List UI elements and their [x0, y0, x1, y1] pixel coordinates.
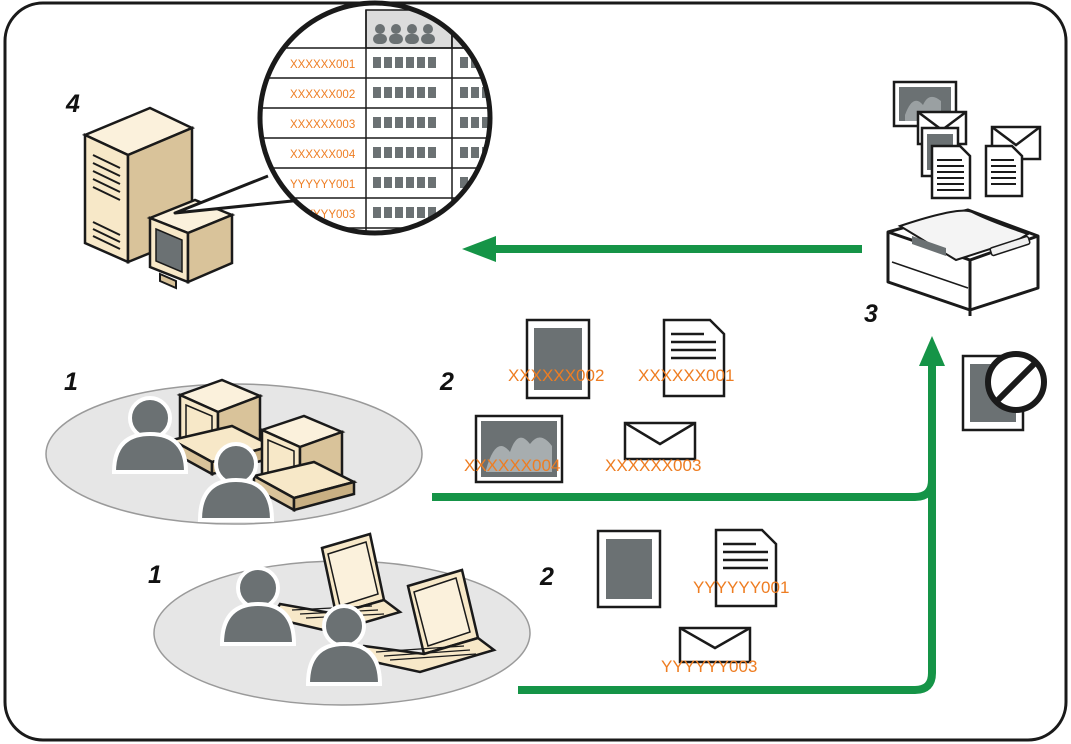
desktop-job-photo-id: XXXXXX002 [508, 366, 604, 385]
person-icon [219, 566, 297, 646]
log-row-5-id: YYYYYY001 [290, 179, 355, 191]
printed-output-stack [892, 80, 1042, 200]
printer-icon [886, 208, 1040, 316]
envelope-icon [623, 421, 697, 461]
step-number-desktop-jobs: 2 [439, 368, 454, 396]
log-row-3-id: XXXXXX003 [290, 119, 355, 131]
flow-arrow-printer-to-server [462, 236, 862, 262]
document-icon [474, 414, 564, 484]
flow-arrow-clients-to-printer [432, 336, 945, 694]
document-icon [714, 528, 778, 608]
person-icon [305, 604, 383, 686]
laptop-icon [353, 568, 497, 674]
prohibited-icon [961, 351, 1047, 432]
desktop-job-text-id: XXXXXX001 [638, 366, 734, 385]
document-icon [525, 318, 591, 400]
laptop-job-text-id: YYYYYY001 [693, 578, 789, 597]
step-number-desktop-group: 1 [64, 368, 78, 396]
document-icon [596, 529, 662, 609]
step-number-server: 4 [65, 90, 80, 118]
log-row-2-id: XXXXXX002 [290, 89, 355, 101]
log-row-4-id: XXXXXX004 [290, 149, 356, 161]
step-number-laptop-group: 1 [148, 561, 162, 589]
step-number-laptop-jobs: 2 [539, 563, 554, 591]
person-icon [111, 396, 189, 474]
magnified-log-table: XXXXXX001 XXXXXX002 XXXXXX003 XXXXXX004 … [257, 0, 493, 236]
step-number-printer: 3 [864, 300, 878, 328]
magnifier-pointer [173, 174, 303, 215]
document-icon [662, 318, 726, 398]
laptop-job-mail-id: YYYYYY003 [661, 657, 757, 676]
desktop-computer-icon [168, 378, 276, 477]
log-row-1-id: XXXXXX001 [290, 59, 355, 71]
desktop-job-picture-id: XXXXXX004 [464, 456, 560, 475]
server-icon [81, 106, 236, 290]
person-icon [197, 442, 275, 522]
desktop-job-mail-id: XXXXXX003 [605, 456, 701, 475]
envelope-icon [678, 626, 752, 664]
desktop-computer-icon [250, 414, 358, 513]
